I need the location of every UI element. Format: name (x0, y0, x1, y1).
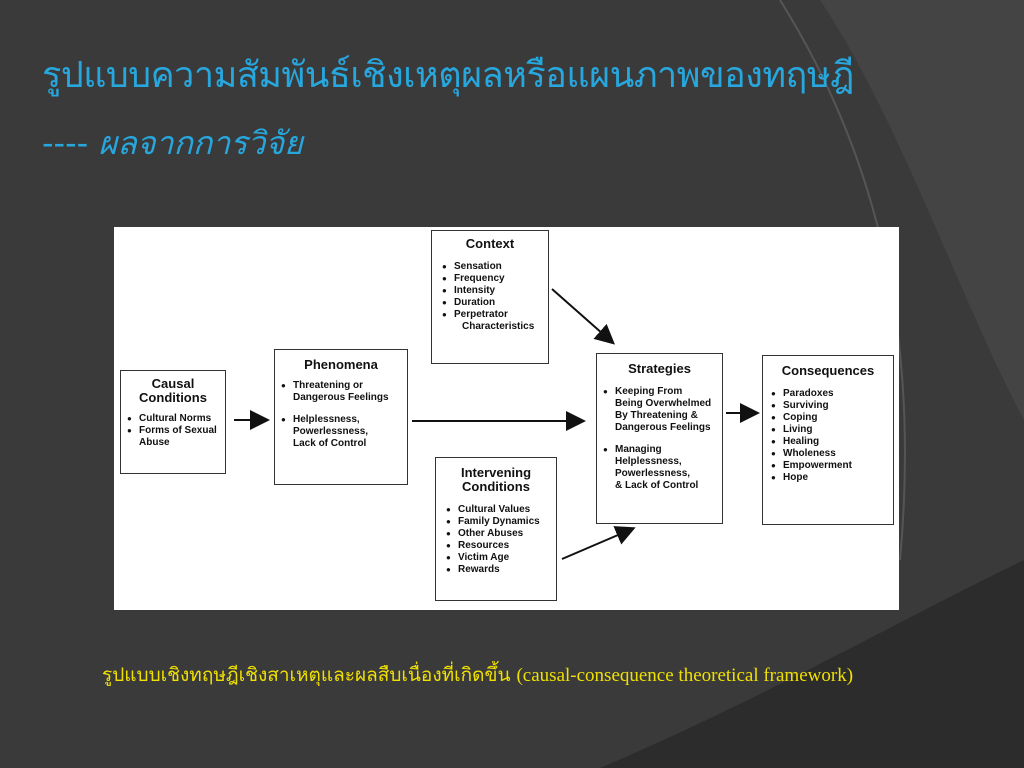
list-item: Powerlessness, (293, 426, 369, 437)
slide-title: รูปแบบความสัมพันธ์เชิงเหตุผลหรือแผนภาพขอ… (42, 55, 854, 96)
causal-list: Cultural Norms Forms of Sexual Abuse (127, 413, 225, 449)
intervening-conditions-box: Intervening Conditions Cultural Values F… (435, 457, 557, 601)
slide-subtitle: ---- ผลจากการวิจัย (42, 118, 303, 169)
list-item: Surviving (771, 400, 893, 412)
context-list: Sensation Frequency Intensity Duration P… (442, 261, 548, 333)
list-item: Victim Age (446, 552, 556, 564)
list-item: Helplessness, (281, 414, 407, 426)
consequences-box: Consequences Paradoxes Surviving Coping … (762, 355, 894, 525)
caption-thai: รูปแบบเชิงทฤษฎีเชิงสาเหตุและผลสืบเนื่องท… (102, 664, 511, 686)
figure-caption: รูปแบบเชิงทฤษฎีเชิงสาเหตุและผลสืบเนื่องท… (102, 660, 853, 690)
causal-title-line2: Conditions (139, 390, 207, 405)
list-item: Helplessness, (615, 456, 682, 467)
list-item: Sensation (442, 261, 548, 273)
list-item: Abuse (139, 437, 170, 448)
list-item: Keeping From (603, 386, 722, 398)
list-item: Dangerous Feelings (615, 422, 711, 433)
list-item: Being Overwhelmed (615, 398, 712, 409)
list-item: Empowerment (771, 460, 893, 472)
phenomena-box: Phenomena Threatening or Dangerous Feeli… (274, 349, 408, 485)
consequences-list: Paradoxes Surviving Coping Living Healin… (771, 388, 893, 484)
list-item: Dangerous Feelings (293, 392, 389, 403)
causal-title-line1: Causal (151, 376, 195, 391)
list-item: Paradoxes (771, 388, 893, 400)
intervening-list: Cultural Values Family Dynamics Other Ab… (446, 504, 556, 576)
list-item: Perpetrator (442, 309, 548, 321)
arrow-context-to-strategies (551, 288, 615, 345)
strategies-box: Strategies Keeping From Being Overwhelme… (596, 353, 723, 524)
list-item: By Threatening & (615, 410, 698, 421)
diagram-arrows (234, 288, 760, 560)
list-item: Lack of Control (293, 438, 367, 449)
arrow-intervening-to-strategies (561, 526, 636, 560)
list-item: Cultural Norms (127, 413, 225, 425)
subtitle-dashes: ---- (42, 124, 89, 162)
list-item: Forms of Sexual (127, 425, 225, 437)
strategies-list: Keeping From Being Overwhelmed By Threat… (603, 386, 722, 492)
list-item: Powerlessness, (615, 468, 691, 479)
list-item: Frequency (442, 273, 548, 285)
framework-diagram: Causal Conditions Cultural Norms Forms o… (114, 227, 899, 610)
intervening-title-line1: Intervening (460, 465, 532, 480)
list-item: Other Abuses (446, 528, 556, 540)
list-item: Threatening or (281, 380, 407, 392)
list-item: Cultural Values (446, 504, 556, 516)
list-item: Coping (771, 412, 893, 424)
list-item: Healing (771, 436, 893, 448)
causal-conditions-box: Causal Conditions Cultural Norms Forms o… (120, 370, 226, 474)
list-item: Wholeness (771, 448, 893, 460)
list-item: Resources (446, 540, 556, 552)
consequences-title: Consequences (781, 363, 875, 378)
list-item: Family Dynamics (446, 516, 556, 528)
context-box: Context Sensation Frequency Intensity Du… (431, 230, 549, 364)
phenomena-title: Phenomena (304, 357, 378, 372)
list-item: Intensity (442, 285, 548, 297)
caption-english: (causal-consequence theoretical framewor… (516, 665, 854, 686)
strategies-title: Strategies (628, 361, 691, 376)
list-item: Rewards (446, 564, 556, 576)
list-item: Managing (603, 444, 722, 456)
list-item: Duration (442, 297, 548, 309)
list-item: & Lack of Control (615, 480, 699, 491)
subtitle-italic: ผลจากการวิจัย (98, 124, 303, 162)
phenomena-list: Threatening or Dangerous Feelings Helple… (281, 380, 407, 450)
list-item: Living (771, 424, 893, 436)
list-item: Characteristics (462, 321, 535, 332)
intervening-title-line2: Conditions (462, 479, 530, 494)
list-item: Hope (771, 472, 893, 484)
context-title: Context (465, 236, 515, 251)
